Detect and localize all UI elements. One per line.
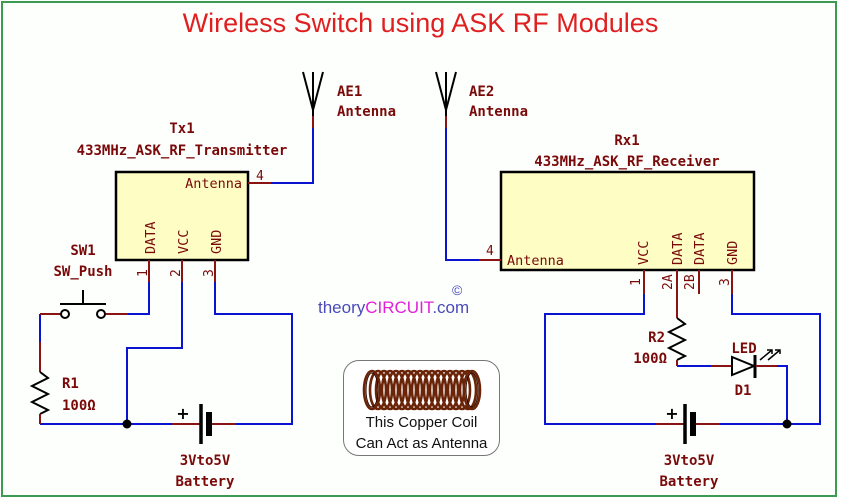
junction-dot bbox=[782, 419, 792, 429]
watermark-prefix: theory bbox=[318, 298, 366, 317]
resistor-r1-icon bbox=[29, 342, 51, 424]
rx-pin-data-b-name: DATA bbox=[692, 232, 708, 265]
battery-rx-value: 3Vto5V bbox=[664, 453, 715, 469]
copyright-symbol: © bbox=[452, 282, 463, 298]
battery-rx-icon bbox=[656, 404, 720, 444]
r1-value: 100Ω bbox=[62, 398, 96, 414]
battery-tx-value: 3Vto5V bbox=[180, 453, 231, 469]
battery-tx-polarity: + bbox=[176, 404, 189, 423]
tx-pin-gnd-number: 3 bbox=[202, 269, 217, 277]
ae1-ref: AE1 bbox=[337, 84, 362, 100]
tx-pin-vcc-number: 2 bbox=[169, 269, 184, 277]
rx1-ref: Rx1 bbox=[614, 133, 639, 149]
ae1-value: Antenna bbox=[337, 104, 396, 120]
push-button-switch-icon bbox=[40, 290, 128, 319]
ae2-ref: AE2 bbox=[469, 84, 494, 100]
rx-pin-data-a-number: 2A bbox=[661, 274, 676, 290]
rx-pin-antenna-number: 4 bbox=[486, 244, 494, 259]
rx-pin-data-b-number: 2B bbox=[683, 274, 698, 290]
rx-pin-data-a-name: DATA bbox=[670, 232, 686, 265]
coil-caption-line2: Can Act as Antenna bbox=[355, 435, 488, 452]
copper-coil-icon bbox=[362, 369, 482, 411]
copper-coil-caption: This Copper Coil Can Act as Antenna bbox=[343, 412, 500, 454]
wire-tx-antenna bbox=[271, 128, 314, 184]
led-ref: D1 bbox=[735, 383, 752, 399]
rx-pin-vcc-name: VCC bbox=[636, 241, 652, 265]
battery-rx-polarity: + bbox=[665, 404, 678, 423]
rx-pin-vcc-number: 1 bbox=[629, 278, 644, 286]
resistor-r2-icon bbox=[666, 310, 688, 366]
sw1-value: SW_Push bbox=[53, 264, 112, 280]
wire-tx-gnd bbox=[214, 282, 293, 425]
led-d1-icon bbox=[711, 349, 781, 378]
tx-pin-data-number: 1 bbox=[136, 269, 151, 277]
led-value: LED bbox=[731, 341, 756, 357]
tx-pin-data-name: DATA bbox=[143, 221, 159, 254]
rx-module-body bbox=[499, 170, 756, 272]
battery-tx-label: Battery bbox=[175, 474, 235, 490]
coil-caption-line1: This Copper Coil bbox=[365, 414, 478, 431]
rx-pin-antenna-name: Antenna bbox=[507, 253, 564, 269]
antenna-ae2-icon bbox=[435, 71, 457, 128]
wire-tx-vcc bbox=[126, 282, 183, 424]
tx1-value: 433MHz_ASK_RF_Transmitter bbox=[77, 143, 288, 159]
battery-rx-label: Battery bbox=[659, 474, 719, 490]
rx1-value: 433MHz_ASK_RF_Receiver bbox=[534, 154, 719, 170]
r2-ref: R2 bbox=[648, 330, 665, 346]
junction-dot bbox=[122, 419, 132, 429]
watermark-brand: CIRCUIT bbox=[365, 298, 433, 317]
tx-pin-gnd-name: GND bbox=[209, 230, 225, 254]
antenna-ae1-icon bbox=[302, 71, 324, 128]
watermark: theoryCIRCUIT.com bbox=[318, 298, 469, 318]
watermark-suffix: .com bbox=[432, 298, 470, 317]
r1-ref: R1 bbox=[62, 376, 79, 392]
wire-tx-data bbox=[128, 282, 150, 315]
tx-module-body bbox=[114, 170, 250, 262]
copper-coil-note bbox=[343, 360, 500, 456]
diagram-title: Wireless Switch using ASK RF Modules bbox=[182, 8, 659, 38]
battery-tx-icon bbox=[172, 404, 236, 444]
wire-rx-gnd bbox=[700, 294, 821, 425]
wire-rx-vcc bbox=[544, 294, 656, 425]
r2-value: 100Ω bbox=[633, 351, 667, 367]
tx-pin-antenna-name: Antenna bbox=[185, 176, 242, 192]
tx-pin-vcc-name: VCC bbox=[176, 230, 192, 254]
sw1-ref: SW1 bbox=[70, 243, 95, 259]
wire-led-gnd bbox=[777, 365, 788, 424]
wire-rx-antenna bbox=[445, 128, 479, 261]
tx1-ref: Tx1 bbox=[169, 121, 194, 137]
rx-pin-gnd-number: 3 bbox=[718, 278, 733, 286]
ae2-value: Antenna bbox=[469, 104, 528, 120]
tx-pin-antenna-number: 4 bbox=[256, 169, 264, 184]
rx-pin-gnd-name: GND bbox=[725, 241, 741, 265]
